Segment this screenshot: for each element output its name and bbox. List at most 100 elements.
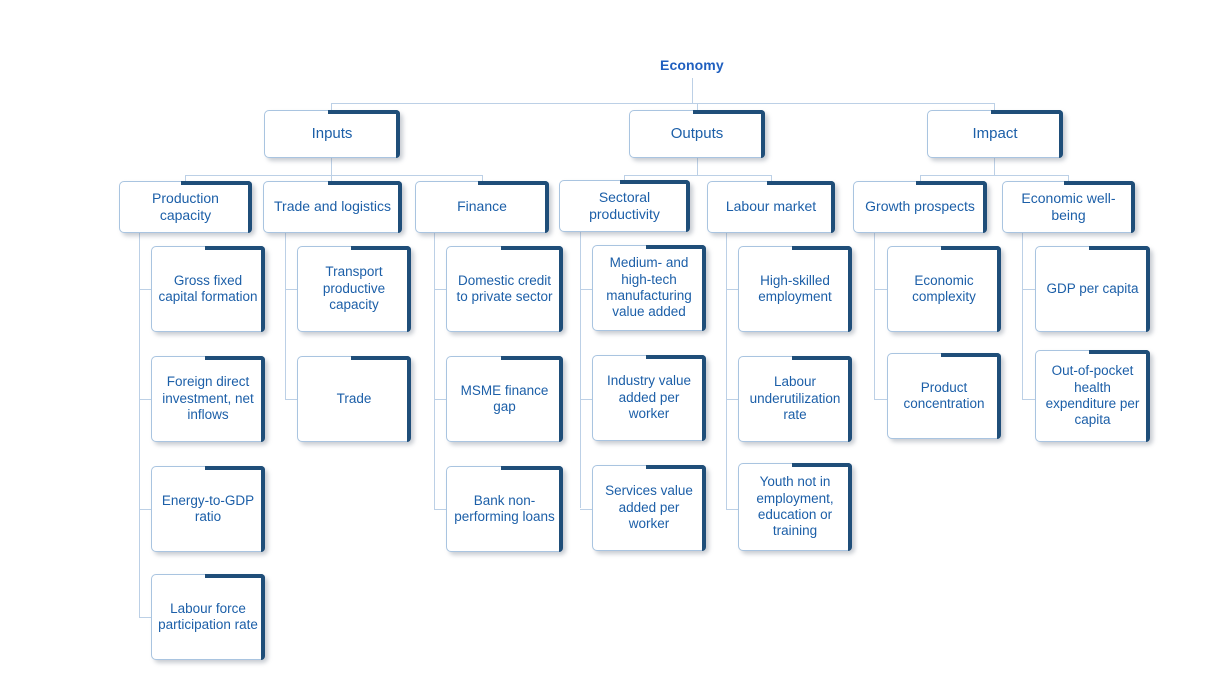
connector-production-stub-1 bbox=[139, 289, 152, 290]
node-services-value-added-per-worker-label: Services value added per worker bbox=[605, 483, 693, 532]
node-domestic-credit-to-private-sector-label: Domestic credit to private sector bbox=[456, 272, 553, 304]
node-msme-finance-gap[interactable]: MSME finance gap bbox=[446, 356, 563, 442]
connector-root-to-outputs bbox=[697, 103, 698, 113]
node-production-capacity-label: Production capacity bbox=[152, 189, 219, 223]
connector-outputs-to-labour-market bbox=[771, 175, 772, 182]
connector-wellbeing-stub-1 bbox=[1022, 289, 1035, 290]
connector-wellbeing-spine bbox=[1022, 233, 1023, 399]
node-trade-label: Trade bbox=[336, 390, 372, 406]
connector-trade-logistics-stub-1 bbox=[285, 289, 298, 290]
connector-finance-stub-3 bbox=[434, 509, 447, 510]
connector-trade-logistics-spine bbox=[285, 233, 286, 399]
node-finance-label: Finance bbox=[457, 198, 507, 215]
connector-labour-market-stub-3 bbox=[726, 509, 739, 510]
node-labour-underutilization-rate[interactable]: Labour underutilization rate bbox=[738, 356, 852, 442]
node-bank-non-performing-loans-label: Bank non-performing loans bbox=[454, 492, 555, 524]
node-finance[interactable]: Finance bbox=[415, 181, 549, 233]
connector-root-stem bbox=[692, 78, 693, 103]
connector-growth-spine bbox=[874, 233, 875, 399]
node-outputs-label: Outputs bbox=[670, 124, 724, 142]
connector-impact-stem bbox=[994, 158, 995, 175]
connector-inputs-to-production bbox=[185, 175, 186, 182]
connector-labour-market-stub-1 bbox=[726, 289, 739, 290]
node-labour-market-label: Labour market bbox=[725, 198, 817, 215]
node-domestic-credit-to-private-sector[interactable]: Domestic credit to private sector bbox=[446, 246, 563, 332]
node-production-capacity[interactable]: Production capacity bbox=[119, 181, 252, 233]
node-product-concentration-label: Product concentration bbox=[903, 379, 985, 411]
connector-sectoral-stub-1 bbox=[580, 289, 593, 290]
connector-growth-stub-2 bbox=[874, 399, 887, 400]
node-out-of-pocket-health-expenditure[interactable]: Out-of-pocket health expenditure per cap… bbox=[1035, 350, 1150, 442]
node-industry-value-added-per-worker-label: Industry value added per worker bbox=[606, 373, 692, 422]
connector-finance-stub-1 bbox=[434, 289, 447, 290]
node-inputs-label: Inputs bbox=[311, 124, 353, 142]
node-youth-not-in-employment[interactable]: Youth not in employment, education or tr… bbox=[738, 463, 852, 551]
node-labour-force-participation-rate[interactable]: Labour force participation rate bbox=[151, 574, 265, 660]
connector-outputs-bus bbox=[624, 175, 771, 176]
node-growth-prospects[interactable]: Growth prospects bbox=[853, 181, 987, 233]
connector-sectoral-spine bbox=[580, 232, 581, 508]
node-energy-to-gdp-ratio[interactable]: Energy-to-GDP ratio bbox=[151, 466, 265, 552]
connector-growth-stub-1 bbox=[874, 289, 887, 290]
node-foreign-direct-investment-label: Foreign direct investment, net inflows bbox=[162, 374, 254, 423]
node-outputs[interactable]: Outputs bbox=[629, 110, 765, 158]
connector-labour-market-stub-2 bbox=[726, 399, 739, 400]
connector-production-stub-2 bbox=[139, 399, 152, 400]
connector-impact-to-growth bbox=[920, 175, 921, 182]
connector-inputs-stem bbox=[331, 158, 332, 175]
node-impact-label: Impact bbox=[972, 124, 1018, 142]
node-msme-finance-gap-label: MSME finance gap bbox=[460, 382, 549, 414]
node-sectoral-productivity-label: Sectoral productivity bbox=[589, 188, 660, 222]
connector-inputs-bus bbox=[185, 175, 482, 176]
node-out-of-pocket-health-expenditure-label: Out-of-pocket health expenditure per cap… bbox=[1045, 363, 1140, 428]
node-gross-fixed-capital-formation[interactable]: Gross fixed capital formation bbox=[151, 246, 265, 332]
node-labour-market[interactable]: Labour market bbox=[707, 181, 835, 233]
connector-production-spine bbox=[139, 233, 140, 617]
node-services-value-added-per-worker[interactable]: Services value added per worker bbox=[592, 465, 706, 551]
node-trade[interactable]: Trade bbox=[297, 356, 411, 442]
node-energy-to-gdp-ratio-label: Energy-to-GDP ratio bbox=[161, 492, 255, 524]
connector-outputs-stem bbox=[697, 158, 698, 175]
node-economic-well-being-label: Economic well-being bbox=[1021, 189, 1116, 223]
node-transport-productive-capacity-label: Transport productive capacity bbox=[322, 264, 386, 313]
connector-impact-to-wellbeing bbox=[1068, 175, 1069, 182]
connector-root-to-inputs bbox=[331, 103, 332, 113]
node-gdp-per-capita-label: GDP per capita bbox=[1046, 280, 1139, 296]
node-growth-prospects-label: Growth prospects bbox=[865, 198, 975, 215]
connector-trade-logistics-stub-2 bbox=[285, 399, 298, 400]
node-industry-value-added-per-worker[interactable]: Industry value added per worker bbox=[592, 355, 706, 441]
connector-outputs-to-sectoral bbox=[624, 175, 625, 182]
node-economic-well-being[interactable]: Economic well-being bbox=[1002, 181, 1135, 233]
node-sectoral-productivity[interactable]: Sectoral productivity bbox=[559, 180, 690, 232]
node-high-skilled-employment-label: High-skilled employment bbox=[758, 272, 832, 304]
node-economic-complexity-label: Economic complexity bbox=[912, 272, 976, 304]
connector-root-to-impact bbox=[994, 103, 995, 113]
node-bank-non-performing-loans[interactable]: Bank non-performing loans bbox=[446, 466, 563, 552]
node-foreign-direct-investment[interactable]: Foreign direct investment, net inflows bbox=[151, 356, 265, 442]
node-labour-underutilization-rate-label: Labour underutilization rate bbox=[749, 374, 841, 423]
node-high-skilled-employment[interactable]: High-skilled employment bbox=[738, 246, 852, 332]
connector-production-stub-3 bbox=[139, 509, 152, 510]
node-product-concentration[interactable]: Product concentration bbox=[887, 353, 1001, 439]
node-medium-high-tech-manufacturing[interactable]: Medium- and high-tech manufacturing valu… bbox=[592, 245, 706, 331]
node-transport-productive-capacity[interactable]: Transport productive capacity bbox=[297, 246, 411, 332]
node-economic-complexity[interactable]: Economic complexity bbox=[887, 246, 1001, 332]
connector-sectoral-stub-2 bbox=[580, 399, 593, 400]
connector-sectoral-stub-3 bbox=[580, 509, 593, 510]
node-inputs[interactable]: Inputs bbox=[264, 110, 400, 158]
node-trade-and-logistics[interactable]: Trade and logistics bbox=[263, 181, 402, 233]
connector-finance-stub-2 bbox=[434, 399, 447, 400]
connector-wellbeing-stub-2 bbox=[1022, 399, 1035, 400]
root-title: Economy bbox=[660, 57, 724, 73]
connector-inputs-to-finance bbox=[482, 175, 483, 182]
node-gdp-per-capita[interactable]: GDP per capita bbox=[1035, 246, 1150, 332]
connector-inputs-to-trade-logistics bbox=[331, 175, 332, 182]
connector-finance-spine bbox=[434, 233, 435, 509]
node-impact[interactable]: Impact bbox=[927, 110, 1063, 158]
node-youth-not-in-employment-label: Youth not in employment, education or tr… bbox=[756, 474, 834, 539]
node-gross-fixed-capital-formation-label: Gross fixed capital formation bbox=[158, 272, 258, 304]
connector-root-bus bbox=[331, 103, 994, 104]
node-labour-force-participation-rate-label: Labour force participation rate bbox=[158, 600, 258, 632]
node-trade-and-logistics-label: Trade and logistics bbox=[274, 198, 391, 215]
